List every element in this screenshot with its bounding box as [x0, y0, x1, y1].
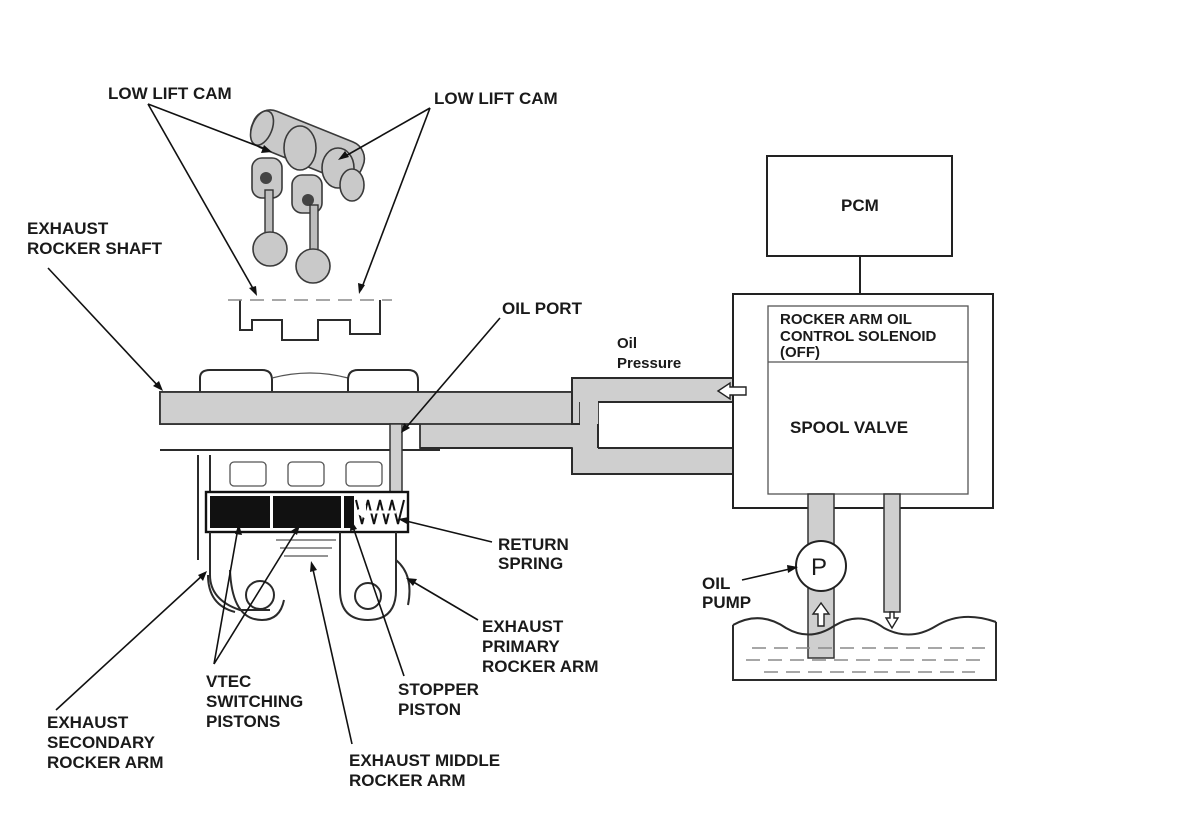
label-exhaust-secondary-line3: ROCKER ARM	[47, 753, 163, 772]
label-oil-pressure-line1: Oil	[617, 335, 637, 352]
label-exhaust-primary-line3: ROCKER ARM	[482, 657, 598, 676]
label-exhaust-primary-line2: PRIMARY	[482, 637, 560, 656]
label-vtec-pistons-line2: SWITCHING	[206, 692, 303, 711]
label-exhaust-rocker-shaft-line2: ROCKER SHAFT	[27, 239, 163, 258]
label-vtec-pistons-line3: PISTONS	[206, 712, 280, 731]
label-exhaust-middle-line1: EXHAUST MIDDLE	[349, 751, 500, 770]
label-solenoid-line3: (OFF)	[780, 344, 820, 361]
label-spool-valve: SPOOL VALVE	[790, 418, 908, 437]
vtec-switching-piston-1	[210, 496, 270, 528]
vtec-switching-piston-2	[273, 496, 341, 528]
label-exhaust-middle-line2: ROCKER ARM	[349, 771, 465, 790]
label-oil-port: OIL PORT	[502, 299, 583, 318]
label-solenoid-line1: ROCKER ARM OIL	[780, 311, 912, 328]
label-exhaust-primary-line1: EXHAUST	[482, 617, 564, 636]
label-solenoid-line2: CONTROL SOLENOID	[780, 328, 937, 345]
oil-pump-symbol	[795, 540, 847, 592]
label-exhaust-rocker-shaft-line1: EXHAUST	[27, 219, 109, 238]
label-low-lift-cam-right: LOW LIFT CAM	[434, 89, 558, 108]
label-pcm: PCM	[841, 196, 879, 215]
control-system	[716, 155, 997, 681]
label-exhaust-secondary-line1: EXHAUST	[47, 713, 129, 732]
stopper-piston	[344, 496, 354, 528]
pump-p-letter: P	[811, 554, 827, 581]
leader-lines	[47, 103, 798, 745]
label-vtec-pistons-line1: VTEC	[206, 672, 251, 691]
label-oil-pump-line1: OIL	[702, 574, 730, 593]
label-low-lift-cam-left: LOW LIFT CAM	[108, 84, 232, 103]
label-stopper-piston-line2: PISTON	[398, 700, 461, 719]
pcm-box	[766, 155, 953, 257]
label-return-spring-line1: RETURN	[498, 535, 569, 554]
label-oil-pressure-line2: Pressure	[617, 355, 681, 372]
label-return-spring-line2: SPRING	[498, 554, 563, 573]
camshaft-valve-illustration	[228, 109, 392, 341]
solenoid-housing	[732, 293, 994, 509]
oil-pressure-arrow	[716, 381, 747, 401]
label-exhaust-secondary-line2: SECONDARY	[47, 733, 156, 752]
rocker-shaft-assembly	[159, 369, 769, 622]
label-stopper-piston-line1: STOPPER	[398, 680, 479, 699]
label-oil-pump-line2: PUMP	[702, 593, 751, 612]
